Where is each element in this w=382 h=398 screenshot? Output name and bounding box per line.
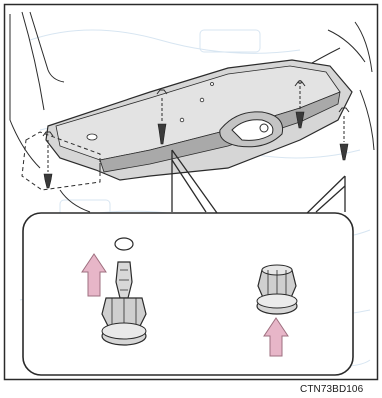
clip-pin-head <box>115 238 133 250</box>
detail-box <box>23 213 353 375</box>
figure-code-label: CTN73BD106 <box>300 384 363 395</box>
